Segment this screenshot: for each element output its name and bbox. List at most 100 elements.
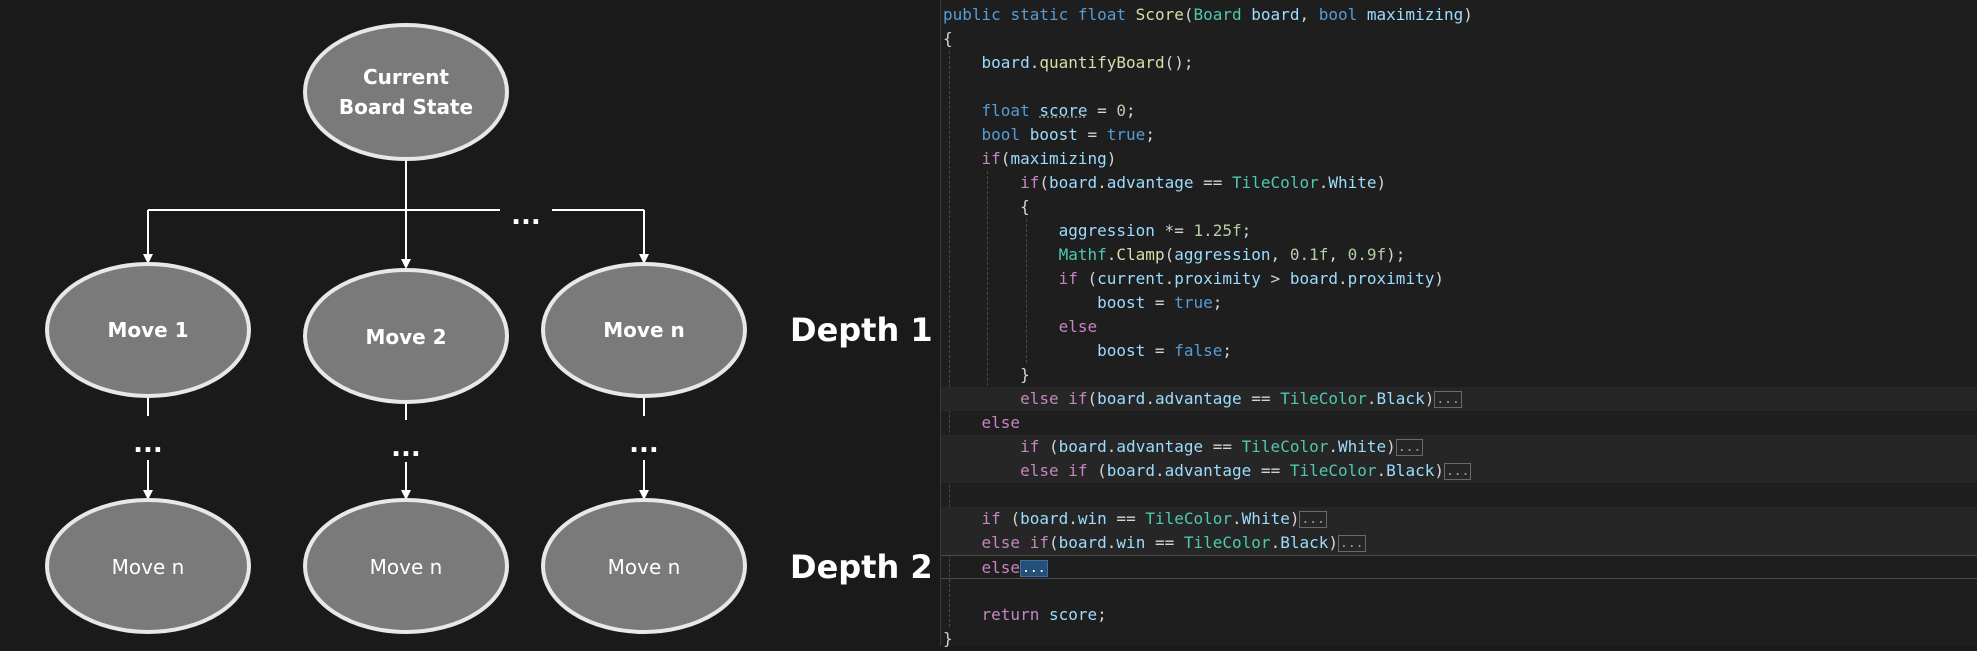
code-token: advantage <box>1106 173 1194 192</box>
code-token: TileColor <box>1145 509 1233 528</box>
code-line[interactable]: } <box>941 627 1977 651</box>
code-token <box>943 437 1020 456</box>
code-line[interactable]: { <box>941 27 1977 51</box>
code-token: aggression <box>1174 245 1271 264</box>
code-token <box>943 389 1020 408</box>
depth2-label: Depth 2 <box>790 548 933 586</box>
code-line[interactable]: else <box>941 315 1977 339</box>
code-line-text: { <box>943 195 1030 219</box>
code-token: . <box>1376 461 1387 480</box>
depth1-node-2-label: Move 2 <box>365 325 446 349</box>
code-token: win <box>1116 533 1146 552</box>
code-token: { <box>943 29 953 48</box>
code-token: else <box>981 413 1021 432</box>
code-line-text: if (current.proximity > board.proximity) <box>943 267 1444 291</box>
depth2-node-2-label: Move n <box>370 555 443 579</box>
code-token: proximity <box>1174 269 1261 288</box>
code-token: ( <box>1097 461 1107 480</box>
fold-marker-button[interactable]: ... <box>1299 511 1327 528</box>
code-token: public <box>943 5 1011 24</box>
code-line-text: else if (board.advantage == TileColor.Bl… <box>943 459 1472 483</box>
code-line[interactable]: if(board.advantage == TileColor.White) <box>941 171 1977 195</box>
code-token: . <box>1145 389 1155 408</box>
code-token: bool <box>1318 5 1367 24</box>
code-line[interactable]: else... <box>941 555 1977 579</box>
fold-marker-button[interactable]: ... <box>1020 560 1048 577</box>
code-line[interactable]: boost = true; <box>941 291 1977 315</box>
code-line[interactable]: aggression *= 1.25f; <box>941 219 1977 243</box>
code-token <box>943 317 1059 336</box>
code-line[interactable]: else if(board.advantage == TileColor.Bla… <box>941 387 1977 411</box>
code-line[interactable]: boost = false; <box>941 339 1977 363</box>
code-token: ); <box>1386 245 1406 264</box>
code-line-text: bool boost = true; <box>943 123 1155 147</box>
code-token <box>943 413 982 432</box>
code-line[interactable] <box>941 75 1977 99</box>
code-editor[interactable]: public static float Score(Board board, b… <box>940 0 1977 648</box>
code-token: ) <box>1328 533 1339 552</box>
code-token: *= <box>1154 221 1194 240</box>
code-token <box>943 221 1059 240</box>
code-token: maximizing <box>1010 149 1107 168</box>
code-line[interactable]: return score; <box>941 603 1977 627</box>
depth2-node-2: Move n <box>303 498 509 634</box>
code-line[interactable] <box>941 579 1977 603</box>
fold-marker-button[interactable]: ... <box>1395 439 1424 456</box>
code-token: else <box>1020 461 1069 480</box>
game-tree-diagram: ... Current Board State Move 1 Move 2 Mo… <box>0 0 940 646</box>
code-line[interactable]: { <box>941 195 1977 219</box>
code-line-text: boost = false; <box>943 339 1232 363</box>
code-token: . <box>1338 269 1348 288</box>
code-line-text: return score; <box>943 603 1107 627</box>
code-token: ( <box>1048 533 1059 552</box>
fold-marker-button[interactable]: ... <box>1443 463 1472 480</box>
root-ellipsis: ... <box>511 201 541 231</box>
code-line[interactable]: bool boost = true; <box>941 123 1977 147</box>
code-token: false <box>1174 341 1223 360</box>
code-token: . <box>1106 245 1117 264</box>
code-token: true <box>1106 125 1146 144</box>
fold-marker-button[interactable]: ... <box>1338 535 1366 552</box>
code-token: static <box>1010 5 1078 24</box>
code-token: if <box>1020 173 1040 192</box>
code-line[interactable]: else <box>941 411 1977 435</box>
code-token: . <box>1029 53 1040 72</box>
code-line[interactable]: public static float Score(Board board, b… <box>941 3 1977 27</box>
code-line[interactable]: if (current.proximity > board.proximity) <box>941 267 1977 291</box>
code-token <box>943 341 1097 360</box>
code-line-text: boost = true; <box>943 291 1222 315</box>
code-token <box>943 533 982 552</box>
code-line[interactable]: Mathf.Clamp(aggression, 0.1f, 0.9f); <box>941 243 1977 267</box>
code-token <box>943 53 982 72</box>
code-token: return <box>981 605 1049 624</box>
code-token: ) <box>1289 509 1300 528</box>
code-token <box>943 509 982 528</box>
code-line-text: public static float Score(Board board, b… <box>943 3 1473 27</box>
code-token: . <box>1318 173 1329 192</box>
code-token: ) <box>1106 149 1117 168</box>
code-token: > <box>1260 269 1290 288</box>
code-token: bool <box>981 125 1030 144</box>
ellipsis-col-1: ... <box>133 429 163 459</box>
code-token: TileColor <box>1232 173 1319 192</box>
code-line[interactable]: else if (board.advantage == TileColor.Bl… <box>941 459 1977 483</box>
code-line[interactable]: if (board.advantage == TileColor.White).… <box>941 435 1977 459</box>
code-token: score <box>1039 101 1088 120</box>
depth1-node-2: Move 2 <box>303 268 509 404</box>
code-line[interactable]: } <box>941 363 1977 387</box>
code-line[interactable]: if (board.win == TileColor.White)... <box>941 507 1977 531</box>
code-line-text: if(maximizing) <box>943 147 1117 171</box>
code-line[interactable]: board.quantifyBoard(); <box>941 51 1977 75</box>
code-token <box>943 269 1059 288</box>
code-line-text: } <box>943 627 953 651</box>
code-token: Clamp <box>1116 245 1165 264</box>
fold-marker-button[interactable]: ... <box>1434 391 1462 408</box>
code-token: Black <box>1376 389 1425 408</box>
code-line-text: Mathf.Clamp(aggression, 0.1f, 0.9f); <box>943 243 1406 267</box>
code-line-text: if(board.advantage == TileColor.White) <box>943 171 1386 195</box>
code-line[interactable]: float score = 0; <box>941 99 1977 123</box>
code-line[interactable]: if(maximizing) <box>941 147 1977 171</box>
code-line[interactable]: else if(board.win == TileColor.Black)... <box>941 531 1977 555</box>
code-line[interactable] <box>941 483 1977 507</box>
code-line-text: board.quantifyBoard(); <box>943 51 1194 75</box>
